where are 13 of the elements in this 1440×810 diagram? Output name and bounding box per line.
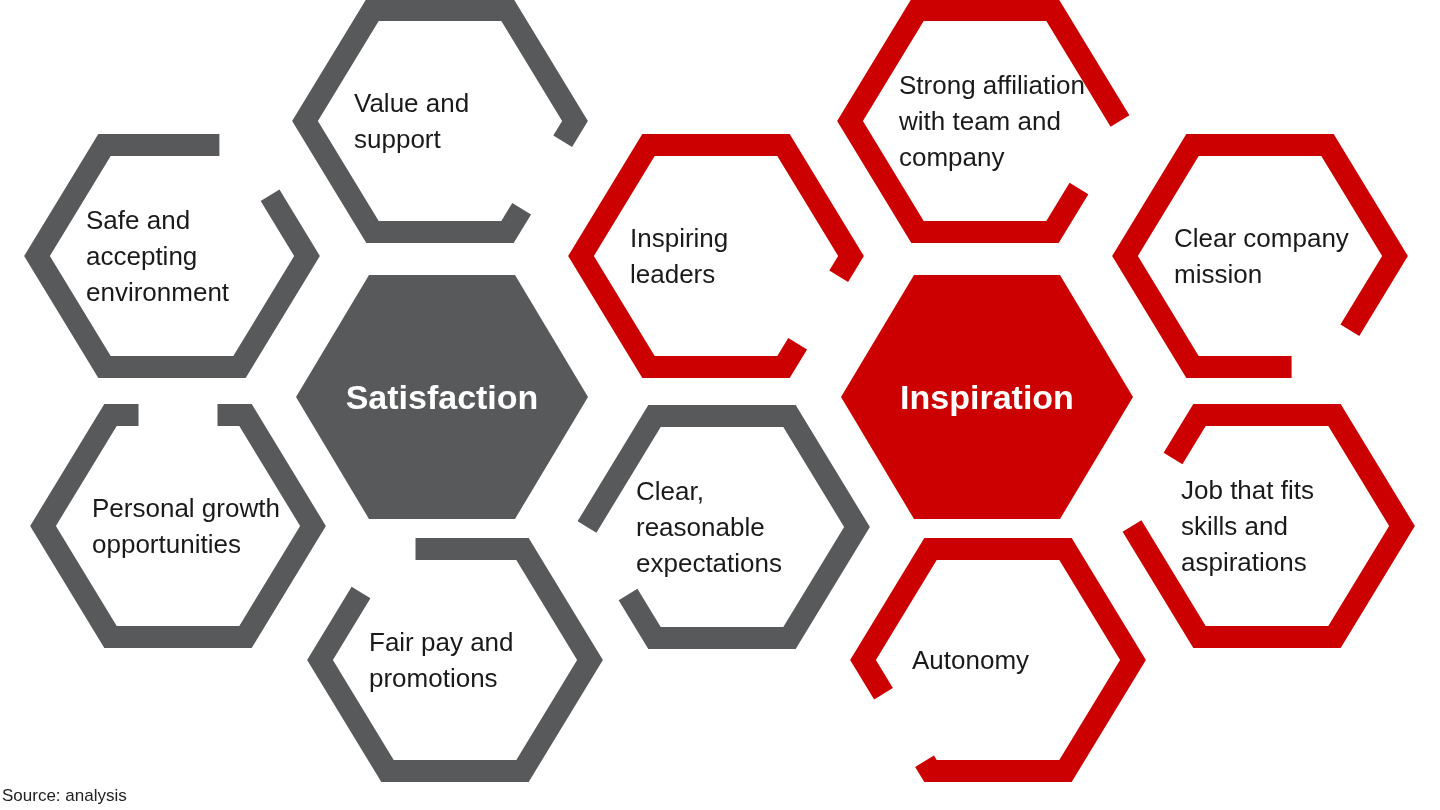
hexagon-label: Clear, reasonable expectations (636, 475, 783, 580)
hexagon-label: Fair pay and promotions (369, 626, 515, 695)
hexagon-title: Inspiration (899, 379, 1075, 415)
source-note: Source: analysis (2, 786, 127, 806)
hexagon-label: Job that fits skills and aspirations (1181, 474, 1315, 579)
hexagon-label: Strong affiliation with team and company (899, 69, 1086, 174)
hexagon-label: Clear company mission (1174, 222, 1350, 291)
hexagon-label: Personal growth opportunities (92, 492, 281, 561)
hexagon-label: Autonomy (912, 644, 1031, 677)
hexagon-title: Satisfaction (344, 379, 540, 415)
hexagon-label: Safe and accepting environment (86, 204, 231, 309)
hexagon-label: Value and support (354, 87, 471, 156)
hexagon-label: Inspiring leaders (630, 222, 730, 291)
